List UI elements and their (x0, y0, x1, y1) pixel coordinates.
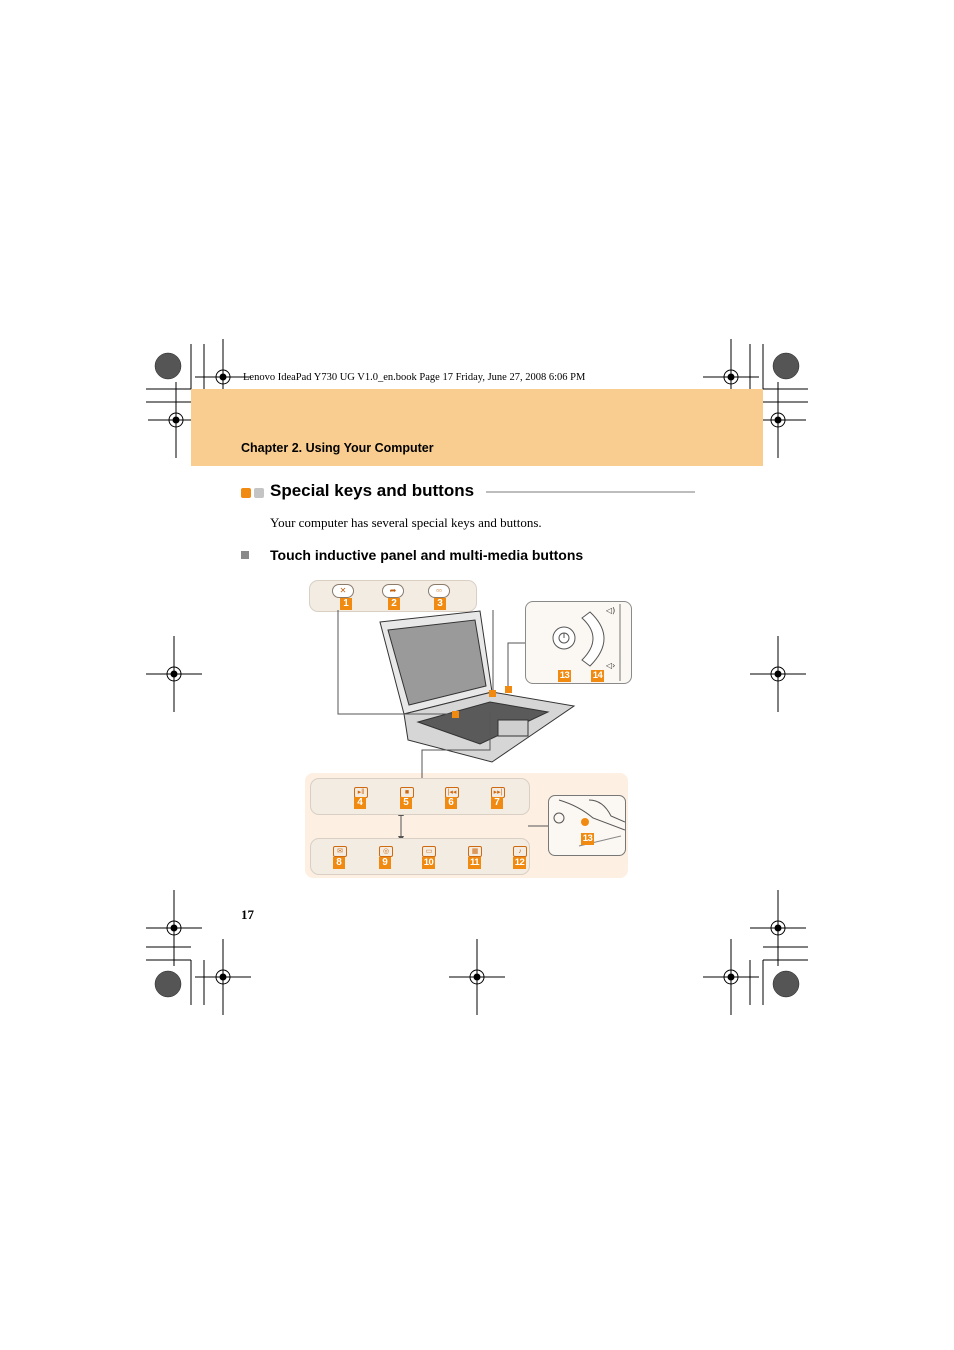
touch-sensor-detail: 13 (548, 795, 626, 856)
callout-badge: 7 (491, 797, 503, 809)
callout-badge: 9 (379, 857, 391, 869)
registration-target-icon (703, 939, 759, 1015)
callout-badge: 14 (591, 670, 604, 682)
bullet-square-icon (241, 551, 249, 559)
registration-target-icon (146, 890, 202, 966)
section-title: Special keys and buttons (270, 481, 475, 500)
callout-badge: 1 (340, 598, 352, 610)
grid-icon: ▦ (468, 846, 482, 857)
volume-panel: ◁) ◁› 13 14 (525, 601, 632, 684)
callout-badge: 13 (558, 670, 571, 682)
volume-slider-icon: ◁) ◁› (552, 604, 621, 681)
mail-icon: ✉ (333, 846, 347, 857)
svg-text:◁›: ◁› (605, 661, 615, 670)
media-buttons-row: ▸‖ ■ |◂◂ ▸▸| 4 5 6 7 (310, 778, 530, 815)
display-icon: ▭ (422, 846, 436, 857)
callout-badge: 8 (333, 857, 345, 869)
touch-panel-top: ✕ ➦ ▫▫ 1 2 3 (309, 580, 477, 612)
music-icon: ♪ (513, 846, 527, 857)
intro-paragraph: Your computer has several special keys a… (270, 515, 542, 530)
book-metadata: Lenovo IdeaPad Y730 UG V1.0_en.book Page… (243, 372, 586, 383)
callout-badge: 13 (581, 833, 594, 845)
callout-badge: 3 (434, 598, 446, 610)
extra-buttons-row: ✉ ◎ ▭ ▦ ♪ 8 9 10 11 12 (310, 838, 530, 875)
registration-target-icon (449, 939, 505, 1015)
mute-icon: ✕ (332, 584, 354, 598)
registration-target-icon (750, 636, 806, 712)
disc-icon: ◎ (379, 846, 393, 857)
registration-target-icon (146, 636, 202, 712)
callout-badge: 6 (445, 797, 457, 809)
gray-square-icon (254, 488, 264, 498)
callout-badge: 11 (468, 857, 481, 869)
svg-text:◁): ◁) (605, 606, 615, 615)
section-rule (486, 491, 695, 493)
touch-sensor-illustration (553, 799, 625, 847)
registration-target-icon (195, 339, 251, 415)
orange-square-icon (241, 488, 251, 498)
callout-badge: 10 (422, 857, 435, 869)
share-icon: ➦ (382, 584, 404, 598)
registration-target-icon (750, 890, 806, 966)
registration-target-icon (195, 939, 251, 1015)
chapter-band (191, 389, 763, 466)
callout-badge: 2 (388, 598, 400, 610)
callout-badge: 5 (400, 797, 412, 809)
chapter-title: Chapter 2. Using Your Computer (241, 441, 434, 455)
page-number: 17 (241, 907, 254, 922)
callout-badge: 12 (513, 857, 526, 869)
callout-badge: 4 (354, 797, 366, 809)
dual-screen-icon: ▫▫ (428, 584, 450, 598)
subsection-title: Touch inductive panel and multi-media bu… (270, 547, 584, 563)
